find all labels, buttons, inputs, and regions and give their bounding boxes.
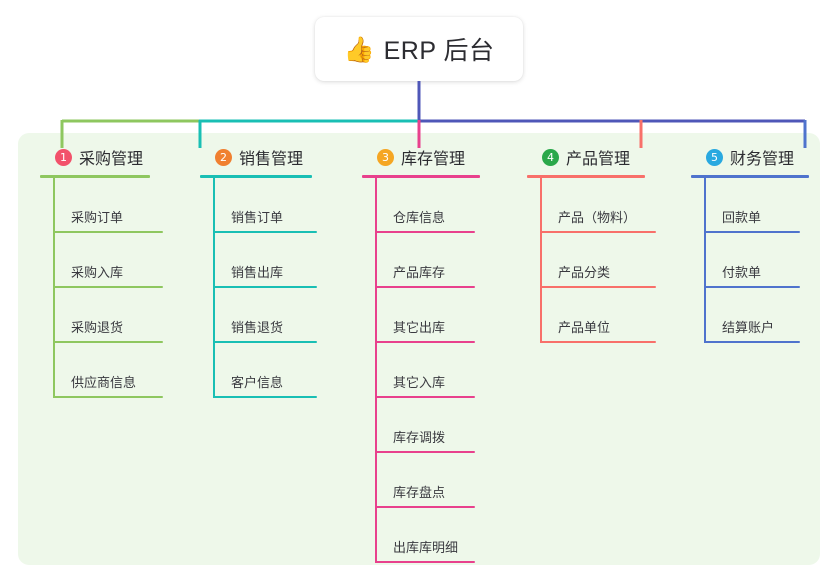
leaf-item-underline bbox=[53, 231, 163, 233]
leaf-item[interactable]: 销售订单 bbox=[213, 178, 317, 233]
leaf-item-label: 库存调拨 bbox=[393, 430, 446, 445]
leaf-item-underline bbox=[540, 231, 656, 233]
branch-spine-4 bbox=[540, 178, 542, 343]
branch-column-2: 2 销售管理销售订单销售出库销售退货客户信息 bbox=[196, 145, 317, 398]
thumbs-up-icon: 👍 bbox=[343, 35, 375, 64]
leaf-item-underline bbox=[540, 286, 656, 288]
branch-underline-4 bbox=[527, 175, 645, 178]
leaf-item-underline bbox=[375, 506, 475, 508]
leaf-item-label: 采购退货 bbox=[71, 320, 124, 335]
leaf-item-label: 产品库存 bbox=[393, 265, 446, 280]
leaf-item-underline bbox=[213, 396, 317, 398]
leaf-item-label: 其它入库 bbox=[393, 375, 446, 390]
branch-spine-2 bbox=[213, 178, 215, 398]
leaf-item-label: 销售退货 bbox=[231, 320, 284, 335]
branch-column-5: 5 财务管理回款单付款单结算账户 bbox=[687, 145, 809, 343]
leaf-item[interactable]: 产品库存 bbox=[375, 233, 475, 288]
leaf-item[interactable]: 销售退货 bbox=[213, 288, 317, 343]
branch-spine-5 bbox=[704, 178, 706, 343]
leaf-item[interactable]: 结算账户 bbox=[704, 288, 800, 343]
leaf-item-underline bbox=[53, 396, 163, 398]
leaf-item-underline bbox=[704, 231, 800, 233]
leaf-item-label: 销售订单 bbox=[231, 210, 284, 225]
leaf-item-label: 产品分类 bbox=[558, 265, 611, 280]
branch-underline-1 bbox=[40, 175, 150, 178]
leaf-item-underline bbox=[540, 341, 656, 343]
leaf-item-label: 采购入库 bbox=[71, 265, 124, 280]
branch-underline-3 bbox=[362, 175, 480, 178]
leaf-item[interactable]: 采购退货 bbox=[53, 288, 163, 343]
leaf-item-underline bbox=[704, 286, 800, 288]
branch-underline-2 bbox=[200, 175, 312, 178]
root-node-label: ERP 后台 bbox=[383, 37, 495, 65]
leaf-item[interactable]: 其它入库 bbox=[375, 343, 475, 398]
leaf-item-label: 产品单位 bbox=[558, 320, 611, 335]
branch-title-1: 采购管理 bbox=[79, 151, 144, 168]
leaf-item-label: 产品（物料） bbox=[558, 210, 637, 225]
branch-badge-2: 2 bbox=[215, 148, 232, 166]
branch-spine-1 bbox=[53, 178, 55, 398]
leaf-item[interactable]: 采购订单 bbox=[53, 178, 163, 233]
leaf-item[interactable]: 采购入库 bbox=[53, 233, 163, 288]
branch-header-4[interactable]: 4 产品管理 bbox=[523, 145, 630, 169]
leaf-item[interactable]: 销售出库 bbox=[213, 233, 317, 288]
branch-header-3[interactable]: 3 库存管理 bbox=[358, 145, 465, 169]
leaf-item-label: 付款单 bbox=[722, 265, 762, 280]
leaf-item[interactable]: 回款单 bbox=[704, 178, 800, 233]
leaf-item-label: 其它出库 bbox=[393, 320, 446, 335]
leaf-item[interactable]: 产品单位 bbox=[540, 288, 656, 343]
leaf-item-underline bbox=[53, 286, 163, 288]
branch-header-5[interactable]: 5 财务管理 bbox=[687, 145, 794, 169]
leaf-item-underline bbox=[375, 231, 475, 233]
leaf-item-underline bbox=[375, 396, 475, 398]
leaf-item[interactable]: 供应商信息 bbox=[53, 343, 163, 398]
leaf-item[interactable]: 库存调拨 bbox=[375, 398, 475, 453]
leaf-item-underline bbox=[213, 286, 317, 288]
branch-badge-5: 5 bbox=[706, 148, 723, 166]
branch-badge-1: 1 bbox=[55, 148, 72, 166]
leaf-item[interactable]: 付款单 bbox=[704, 233, 800, 288]
branch-column-1: 1 采购管理采购订单采购入库采购退货供应商信息 bbox=[36, 145, 163, 398]
leaf-item-underline bbox=[704, 341, 800, 343]
leaf-item[interactable]: 其它出库 bbox=[375, 288, 475, 343]
branch-badge-3: 3 bbox=[377, 148, 394, 166]
leaf-item-underline bbox=[53, 341, 163, 343]
leaf-item-underline bbox=[375, 561, 475, 563]
leaf-item-label: 仓库信息 bbox=[393, 210, 446, 225]
branch-header-1[interactable]: 1 采购管理 bbox=[36, 145, 143, 169]
branch-title-4: 产品管理 bbox=[566, 151, 631, 168]
leaf-item[interactable]: 仓库信息 bbox=[375, 178, 475, 233]
branch-title-5: 财务管理 bbox=[730, 151, 795, 168]
branch-title-3: 库存管理 bbox=[401, 151, 466, 168]
branch-column-3: 3 库存管理仓库信息产品库存其它出库其它入库库存调拨库存盘点出库库明细 bbox=[358, 145, 480, 563]
leaf-item-label: 销售出库 bbox=[231, 265, 284, 280]
leaf-item[interactable]: 产品（物料） bbox=[540, 178, 656, 233]
leaf-item-label: 回款单 bbox=[722, 210, 762, 225]
leaf-item[interactable]: 客户信息 bbox=[213, 343, 317, 398]
leaf-item-underline bbox=[375, 286, 475, 288]
leaf-item-label: 供应商信息 bbox=[71, 375, 137, 390]
leaf-item-underline bbox=[213, 231, 317, 233]
leaf-item[interactable]: 出库库明细 bbox=[375, 508, 475, 563]
leaf-item-label: 结算账户 bbox=[722, 320, 775, 335]
leaf-item-underline bbox=[375, 451, 475, 453]
branch-spine-3 bbox=[375, 178, 377, 563]
leaf-item-underline bbox=[375, 341, 475, 343]
diagram-panel bbox=[18, 133, 820, 565]
leaf-item-label: 采购订单 bbox=[71, 210, 124, 225]
branch-badge-4: 4 bbox=[542, 148, 559, 166]
leaf-item-label: 库存盘点 bbox=[393, 485, 446, 500]
leaf-item-underline bbox=[213, 341, 317, 343]
leaf-item-label: 出库库明细 bbox=[393, 540, 459, 555]
leaf-item[interactable]: 库存盘点 bbox=[375, 453, 475, 508]
branch-underline-5 bbox=[691, 175, 809, 178]
root-node[interactable]: 👍 ERP 后台 bbox=[315, 17, 523, 81]
leaf-item[interactable]: 产品分类 bbox=[540, 233, 656, 288]
branch-column-4: 4 产品管理产品（物料） 产品分类产品单位 bbox=[523, 145, 656, 343]
leaf-item-label: 客户信息 bbox=[231, 375, 284, 390]
branch-title-2: 销售管理 bbox=[239, 151, 304, 168]
branch-header-2[interactable]: 2 销售管理 bbox=[196, 145, 303, 169]
